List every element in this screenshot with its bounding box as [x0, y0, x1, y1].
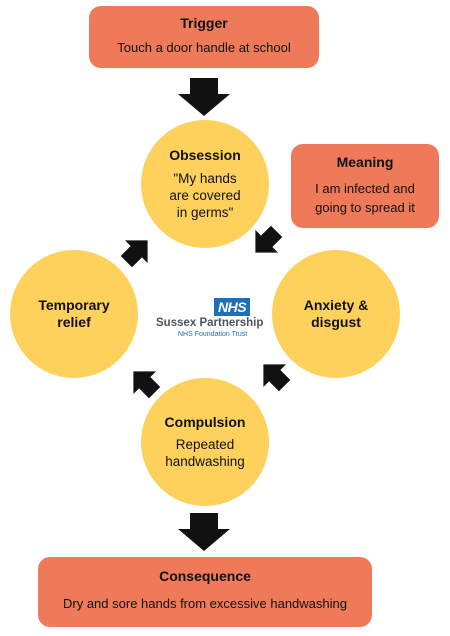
arrow-down-icon — [178, 513, 230, 551]
compulsion-title: Compulsion — [164, 414, 246, 430]
relief-line-1: Temporary — [38, 297, 110, 313]
meaning-box: Meaning I am infected and going to sprea… — [291, 144, 439, 228]
logo-trust: NHS Foundation Trust — [178, 331, 248, 338]
arrow-up-right-icon — [120, 240, 148, 268]
arrow-down-icon — [178, 78, 230, 116]
consequence-box: Consequence Dry and sore hands from exce… — [38, 557, 372, 627]
compulsion-line-1: Repeated — [175, 437, 235, 452]
nhs-badge: NHS — [214, 298, 251, 316]
anxiety-line-2: disgust — [311, 314, 361, 330]
meaning-title: Meaning — [336, 154, 394, 170]
relief-line-2: relief — [57, 314, 91, 330]
arrow-down-left-icon — [263, 364, 291, 392]
trigger-text: Touch a door handle at school — [117, 40, 291, 55]
anxiety-circle: Anxiety & disgust — [272, 250, 400, 378]
consequence-title: Consequence — [159, 568, 251, 584]
arrow-up-left-icon — [133, 371, 161, 399]
logo-name: Sussex Partnership — [156, 317, 264, 329]
arrow-down-right-icon — [255, 225, 283, 253]
compulsion-circle: Compulsion Repeated handwashing — [141, 378, 269, 506]
anxiety-line-1: Anxiety & — [303, 297, 369, 313]
temporary-relief-circle: Temporary relief — [10, 250, 138, 378]
obsession-circle: Obsession "My hands are covered in germs… — [141, 120, 269, 248]
nhs-logo: NHS Sussex Partnership NHS Foundation Tr… — [152, 298, 263, 338]
obsession-title: Obsession — [169, 147, 241, 163]
consequence-text: Dry and sore hands from excessive handwa… — [63, 596, 347, 611]
obsession-line-3: in germs" — [176, 205, 234, 220]
meaning-line-2: going to spread it — [315, 200, 415, 215]
obsession-line-2: are covered — [169, 188, 241, 203]
obsession-line-1: "My hands — [173, 171, 237, 186]
trigger-title: Trigger — [180, 15, 228, 31]
meaning-line-1: I am infected and — [315, 181, 415, 196]
compulsion-line-2: handwashing — [165, 454, 245, 469]
trigger-box: Trigger Touch a door handle at school — [89, 6, 319, 68]
